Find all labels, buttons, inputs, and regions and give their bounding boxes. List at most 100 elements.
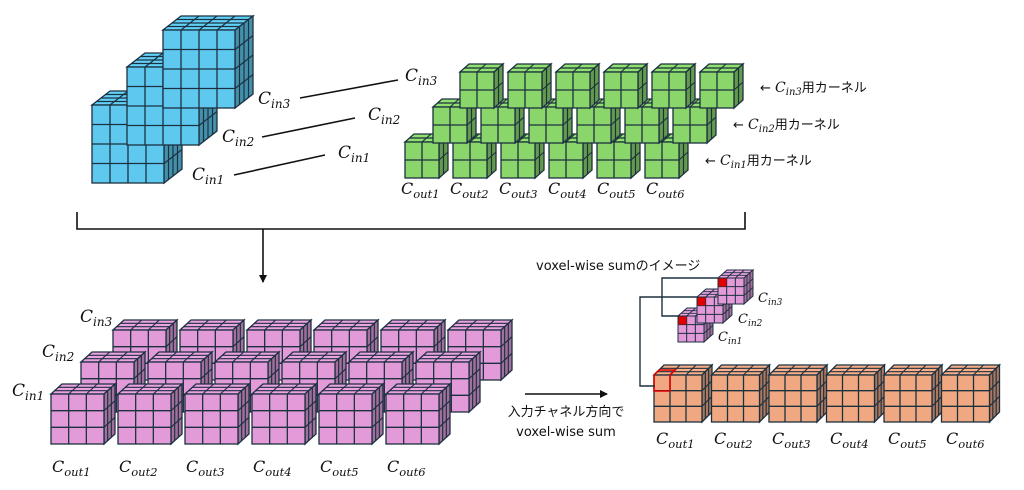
- cube-side-face: [371, 382, 384, 446]
- cube-side-face: [816, 363, 828, 424]
- grid-line: [403, 383, 416, 395]
- label-base: C: [888, 429, 900, 448]
- grid-line: [170, 400, 183, 412]
- grid-line: [165, 336, 178, 348]
- grid-line: [915, 364, 927, 376]
- grid-line: [500, 352, 513, 364]
- kernel-cube-in3-out2: [506, 62, 553, 110]
- grid-line: [299, 336, 312, 348]
- conv-out-label-out3: Cout3: [186, 457, 225, 479]
- cube-front-face: [883, 374, 933, 423]
- grid-line: [726, 269, 736, 279]
- grid-line: [678, 151, 689, 161]
- grid-line: [874, 380, 885, 392]
- cube-side-face: [500, 318, 513, 382]
- cube-front-face: [251, 393, 306, 445]
- connector-cin2: [261, 117, 356, 138]
- label-base: C: [714, 429, 726, 448]
- cube-side-face: [931, 363, 943, 424]
- label-base: C: [646, 179, 658, 198]
- conv-out-label-out4: Cout4: [253, 457, 292, 479]
- label-subscript: out4: [560, 187, 586, 201]
- grid-line: [816, 380, 828, 392]
- grid-line: [486, 151, 497, 161]
- cube-front-face: [50, 393, 105, 445]
- grid-line: [130, 319, 143, 331]
- cube-front-face: [653, 374, 703, 423]
- grid-line: [465, 319, 478, 331]
- label-subscript: out1: [413, 187, 439, 201]
- sum-caption-line2: voxel-wise sum: [516, 425, 616, 440]
- cube-front-face: [825, 374, 876, 423]
- label-base: C: [119, 457, 131, 476]
- grid-line: [202, 383, 215, 395]
- grid-line: [800, 364, 812, 376]
- conv-label-cin3: Cin3: [80, 307, 113, 329]
- label-subscript: out2: [726, 437, 752, 451]
- grid-line: [68, 383, 81, 395]
- grid-line: [759, 395, 770, 407]
- grid-line: [957, 364, 968, 376]
- grid-line: [401, 368, 414, 380]
- label-base: C: [186, 457, 198, 476]
- output-label-out3: Cout3: [772, 429, 811, 451]
- kernel-out-label-out1: Cout1: [401, 179, 440, 201]
- grid-line: [103, 400, 116, 412]
- grid-line: [115, 351, 128, 363]
- label-subscript: out3: [198, 465, 224, 479]
- cube-front-face: [940, 374, 991, 423]
- grid-line: [234, 74, 254, 89]
- kernel-out-label-out6: Cout6: [646, 179, 685, 201]
- cube-front-face: [117, 393, 172, 445]
- output-label-out6: Cout6: [946, 429, 985, 451]
- grid-line: [973, 364, 984, 376]
- label-base: C: [772, 429, 784, 448]
- grid-line: [438, 151, 449, 161]
- label-base: C: [320, 457, 332, 476]
- output-label-out4: Cout4: [830, 429, 869, 451]
- grid-line: [371, 400, 384, 412]
- grid-line: [371, 416, 384, 428]
- label-base: C: [597, 179, 609, 198]
- grid-line: [637, 81, 648, 91]
- kernel-side-label-cin3: Cin3: [405, 66, 438, 88]
- grid-line: [103, 416, 116, 428]
- grid-line: [232, 351, 245, 363]
- grid-line: [541, 81, 552, 91]
- grid-line: [237, 400, 250, 412]
- grid-line: [237, 416, 250, 428]
- cube-side-face: [304, 382, 317, 446]
- grid-line: [630, 151, 641, 161]
- grid-line: [433, 336, 446, 348]
- kernel-row-label-cin3: ← Cin3用カーネル: [760, 80, 867, 98]
- grid-line: [135, 383, 148, 395]
- conv-cube-in1-out2: [116, 382, 184, 446]
- cube-side-face: [438, 382, 451, 446]
- grid-line: [152, 383, 165, 395]
- cube-front-face: [710, 374, 761, 423]
- output-label-out1: Cout1: [656, 429, 695, 451]
- grid-line: [286, 383, 299, 395]
- cube-front-face: [318, 393, 373, 445]
- grid-line: [353, 383, 366, 395]
- label-base: C: [387, 457, 399, 476]
- grid-line: [482, 319, 495, 331]
- grid-line: [722, 305, 733, 315]
- grid-line: [466, 116, 477, 126]
- cube-side-face: [103, 382, 116, 446]
- conv-out-label-out2: Cout2: [119, 457, 158, 479]
- label-base: C: [499, 179, 511, 198]
- output-cube-out5: [882, 363, 944, 424]
- label-subscript: out6: [399, 465, 425, 479]
- conv-cube-in1-out5: [317, 382, 385, 446]
- kernel-side-label-cin1: Cin1: [338, 143, 370, 165]
- grid-line: [348, 319, 361, 331]
- label-subscript: out5: [332, 465, 358, 479]
- conv-cube-in1-out3: [183, 382, 251, 446]
- combine-bracket: [76, 212, 746, 230]
- input-cube-in1: [161, 14, 255, 110]
- grid-line: [733, 81, 744, 91]
- grid-line: [249, 351, 262, 363]
- grid-line: [582, 151, 593, 161]
